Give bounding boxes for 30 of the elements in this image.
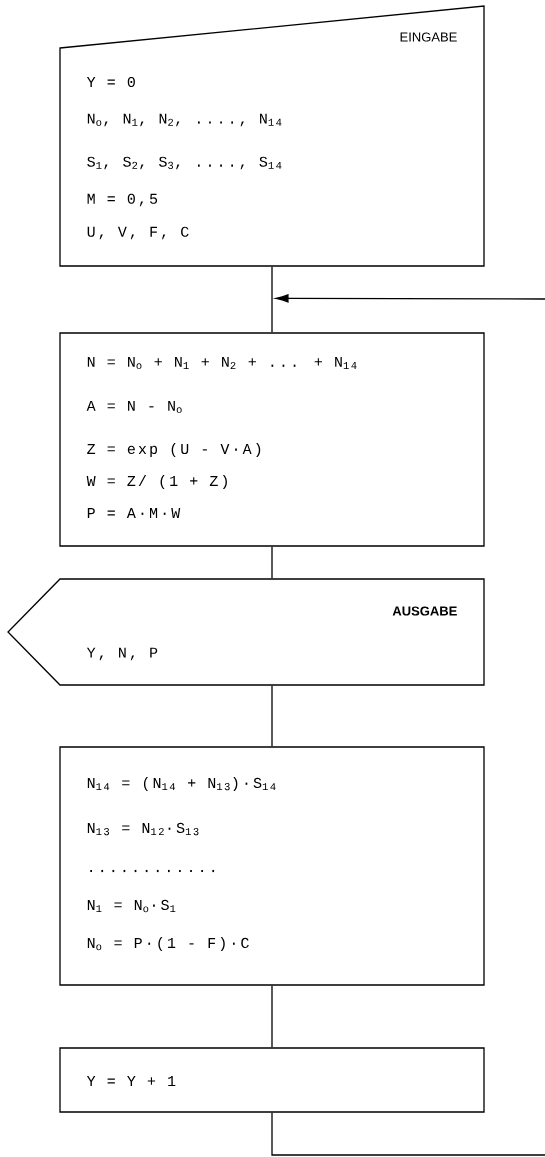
formula-line: N$_{o}$ = P·(1 - F)·C xyxy=(87,937,249,951)
formula-line: Y = 0 xyxy=(86,76,135,88)
arrow xyxy=(275,294,545,303)
process-box xyxy=(59,332,485,547)
formula-line: N = N$_{o}$ + N$_{1}$ + N$_{2}$ + ... + N$_{14}$ xyxy=(87,356,357,370)
connector-line xyxy=(271,1112,545,1156)
connector-line xyxy=(271,546,273,579)
formula-line: M = 0,5 xyxy=(87,193,158,207)
formula-line: Y = Y + 1 xyxy=(86,1076,176,1086)
connector-line xyxy=(271,985,273,1048)
connector-line xyxy=(271,685,273,747)
formula-line: W = Z/ (1 + Z) xyxy=(86,475,227,489)
formula-line: N$_{14}$ = (N$_{14}$ + N$_{13}$)·S$_{14}$ xyxy=(87,777,276,791)
formula-line: N$_{o}$, N$_{1}$, N$_{2}$, ...., N$_{14}$ xyxy=(87,113,282,127)
formula-line: ............ xyxy=(90,869,215,873)
heading-text: AUSGABE xyxy=(392,606,457,616)
formula-line: P = A·M·W xyxy=(87,508,181,518)
connector-line xyxy=(271,266,273,333)
formula-line: A = N - N$_{o}$ xyxy=(86,400,182,414)
formula-line: N$_{1}$ = N$_{o}$·S$_{1}$ xyxy=(87,899,176,913)
formula-line: N$_{13}$ = N$_{12}$·S$_{13}$ xyxy=(87,822,199,836)
heading-text: EINGABE xyxy=(400,32,457,42)
formula-line: S$_{1}$, S$_{2}$, S$_{3}$, ...., S$_{14}$ xyxy=(87,156,282,170)
process-box xyxy=(59,1047,485,1113)
input-box xyxy=(59,5,485,267)
formula-line: Y, N, P xyxy=(86,647,158,661)
output-box xyxy=(7,578,485,686)
formula-line: Z = exp (U - V·A) xyxy=(87,443,261,457)
formula-line: U, V, F, C xyxy=(87,226,189,240)
process-box xyxy=(59,746,485,986)
